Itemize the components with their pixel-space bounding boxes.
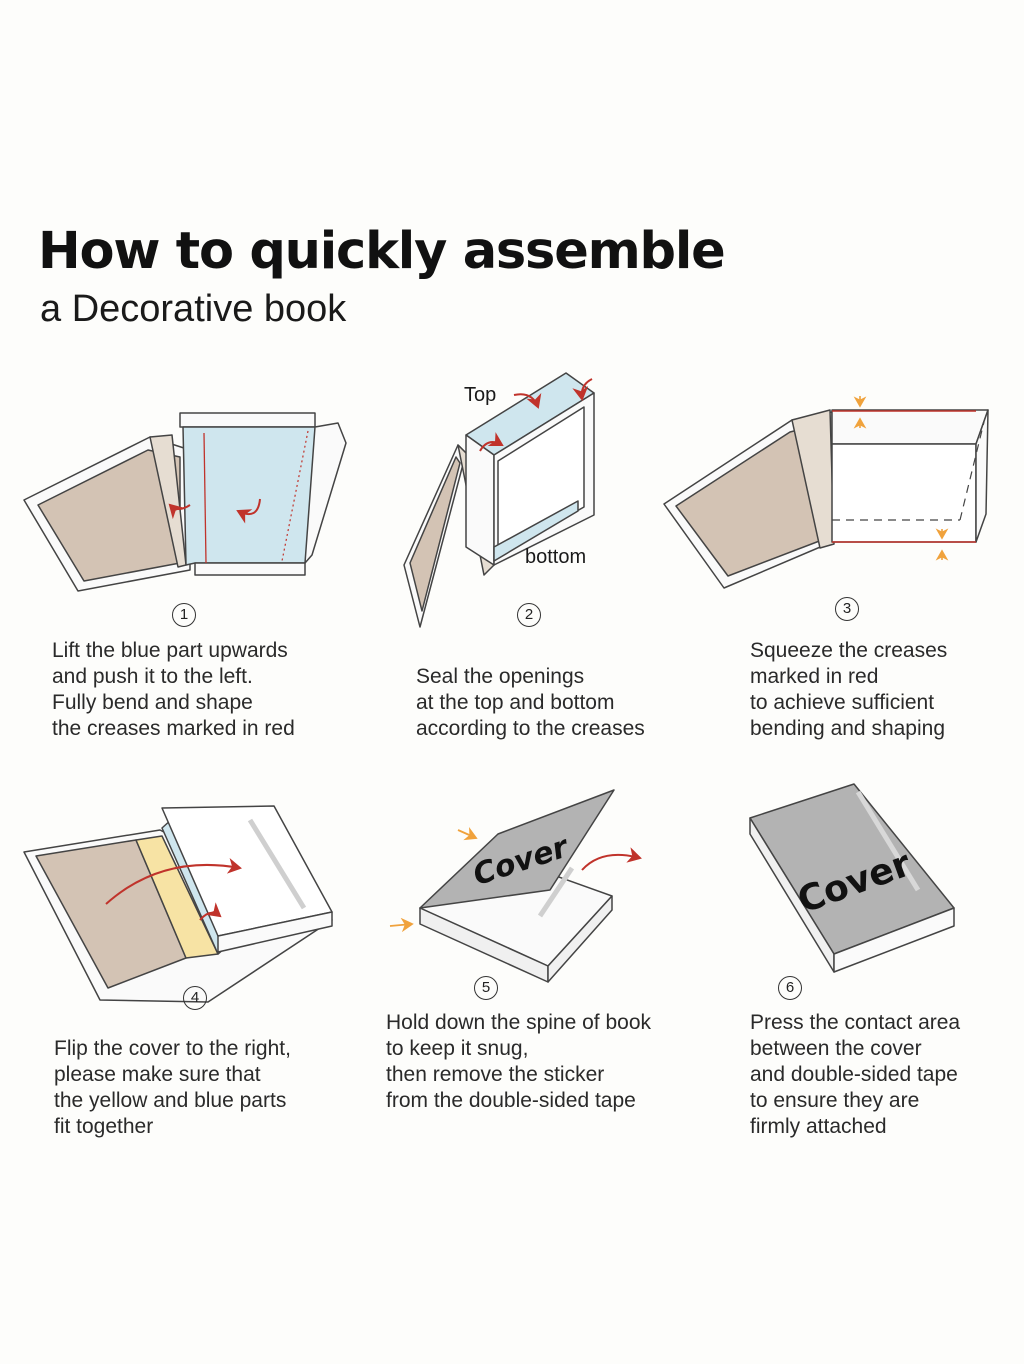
step-4-caption: Flip the cover to the right, please make…	[54, 1036, 291, 1140]
step-6-tape-strip	[855, 790, 921, 892]
step-3-line-1: Squeeze the creases	[750, 639, 948, 662]
step-4-line-1: Flip the cover to the right,	[54, 1037, 291, 1060]
step-5-book-front	[547, 895, 613, 983]
step-5-caption: Hold down the spine of book to keep it s…	[386, 1010, 651, 1114]
step-6-line-1: Press the contact area	[750, 1011, 961, 1034]
step-4-line-2: please make sure that	[54, 1063, 261, 1086]
step-4-number: 4	[183, 986, 207, 1010]
step-6-caption: Press the contact area between the cover…	[750, 1010, 960, 1140]
step-3-spine	[791, 409, 835, 549]
step-3-number: 3	[835, 597, 859, 621]
step-5-arrow-top	[457, 827, 478, 841]
step-5-line-4: from the double-sided tape	[386, 1089, 636, 1112]
step-3-line-3: to achieve sufficient	[750, 691, 935, 714]
step-1-caption: Lift the blue part upwards and push it t…	[52, 638, 295, 742]
step-6-line-2: between the cover	[750, 1037, 922, 1060]
step-6-line-5: firmly attached	[750, 1115, 887, 1138]
step-2-number: 2	[517, 603, 541, 627]
step-1-number: 1	[172, 603, 196, 627]
step-1-arrow-left	[168, 503, 191, 520]
step-3-block-top	[831, 409, 989, 445]
step-3-block-front	[831, 443, 977, 543]
step-1-line-3: Fully bend and shape	[52, 691, 253, 714]
step-6-number: 6	[778, 976, 802, 1000]
step-2-line-3: according to the creases	[416, 717, 645, 740]
step-1-red-crease	[203, 432, 207, 564]
step-4-small-arrow	[199, 902, 222, 921]
step-1-right-flap	[304, 422, 347, 564]
step-3-caption: Squeeze the creases marked in red to ach…	[750, 638, 947, 742]
step-2-label-bottom: bottom	[525, 546, 587, 568]
page-title: How to quickly assemble	[38, 222, 726, 281]
step-1-bottom-flap	[194, 562, 306, 576]
step-3-line-2: marked in red	[750, 665, 879, 688]
step-1-arrow-center	[236, 498, 261, 524]
page-subtitle: a Decorative book	[40, 288, 347, 330]
step-4-flip-arrow	[105, 858, 242, 905]
step-2-bottom-strip	[493, 500, 579, 562]
step-1-line-1: Lift the blue part upwards	[52, 639, 288, 662]
step-4-line-3: the yellow and blue parts	[54, 1089, 287, 1112]
step-5-arrow-bottom	[389, 917, 414, 933]
step-3-block-side	[975, 409, 989, 543]
step-2-line-2: at the top and bottom	[416, 691, 615, 714]
step-1-line-4: the creases marked in red	[52, 717, 295, 740]
step-1-top-flap	[179, 412, 316, 428]
step-4-tape-strip	[247, 818, 307, 910]
step-2-caption: Seal the openings at the top and bottom …	[416, 664, 645, 742]
step-5-illustration: Cover	[389, 789, 642, 983]
step-5-flip-arrow	[581, 847, 642, 871]
step-5-cover	[419, 789, 615, 909]
step-2-illustration	[403, 372, 595, 628]
step-6-illustration: Cover	[749, 783, 955, 973]
step-6-line-4: to ensure they are	[750, 1089, 920, 1112]
step-3-dashed-crease-side	[959, 421, 985, 521]
step-2-arrow-top-2	[572, 378, 593, 401]
step-5-line-1: Hold down the spine of book	[386, 1011, 652, 1034]
step-2-line-1: Seal the openings	[416, 665, 585, 688]
step-2-cover-panel	[409, 456, 461, 612]
step-2-arrow-top-1	[513, 392, 542, 409]
step-1-line-2: and push it to the left.	[52, 665, 253, 688]
step-2-label-top: Top	[464, 384, 497, 406]
step-1-dotted-crease	[281, 430, 309, 562]
step-4-illustration	[23, 805, 333, 1003]
step-3-illustration	[663, 396, 989, 589]
step-2-block-front	[465, 434, 495, 566]
step-5-line-3: then remove the sticker	[386, 1063, 605, 1086]
step-1-illustration	[23, 412, 347, 592]
step-6-line-3: and double-sided tape	[750, 1063, 958, 1086]
step-2-arrow-side	[479, 432, 504, 452]
step-5-tape-strip	[537, 866, 575, 918]
step-4-line-4: fit together	[54, 1115, 154, 1138]
step-6-book-bottom	[833, 907, 955, 973]
step-5-number: 5	[474, 976, 498, 1000]
step-4-block-side	[217, 911, 333, 953]
step-3-line-4: bending and shaping	[750, 717, 946, 740]
step-5-line-2: to keep it snug,	[386, 1037, 529, 1060]
